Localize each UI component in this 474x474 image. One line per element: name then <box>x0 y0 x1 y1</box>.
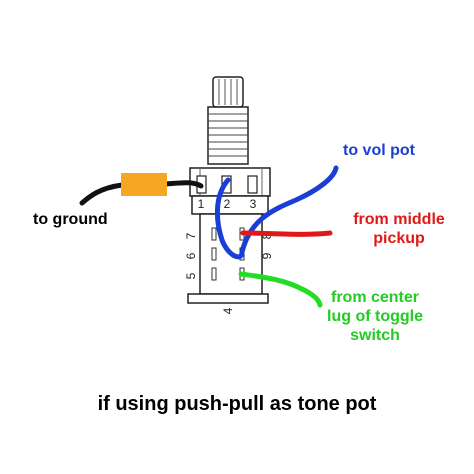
lug-number-2: 2 <box>224 197 231 211</box>
red-wire <box>240 230 333 237</box>
from-middle-pickup-label: from middle pickup <box>338 210 460 248</box>
green-wire <box>238 271 323 308</box>
from-center-lug-label: from center lug of toggle switch <box>320 288 430 346</box>
switch-base <box>187 293 269 304</box>
lug-number-5: 5 <box>184 272 198 279</box>
lug-number-3: 3 <box>250 197 257 211</box>
lug-number-4: 4 <box>221 307 235 314</box>
ground-wire-to-lug <box>163 180 204 189</box>
blue-wire <box>214 165 339 260</box>
capacitor <box>121 173 167 196</box>
pot-shaft <box>212 76 244 108</box>
ground-wire <box>79 182 125 206</box>
from-center-line1: from center <box>330 289 420 306</box>
from-center-line3: switch <box>350 327 400 345</box>
lug-number-1: 1 <box>198 197 205 211</box>
to-vol-pot-label: to vol pot <box>343 142 415 159</box>
caption: if using push-pull as tone pot <box>97 393 377 415</box>
pot-bushing <box>207 106 249 165</box>
from-middle-line2: pickup <box>373 230 425 248</box>
from-center-line2: lug of toggle <box>327 308 423 326</box>
lug-number-7: 7 <box>184 232 198 239</box>
lug-number-9: 9 <box>260 252 274 259</box>
from-middle-line1: from middle <box>353 211 445 228</box>
to-ground-label: to ground <box>33 211 108 228</box>
lug-number-6: 6 <box>184 252 198 259</box>
